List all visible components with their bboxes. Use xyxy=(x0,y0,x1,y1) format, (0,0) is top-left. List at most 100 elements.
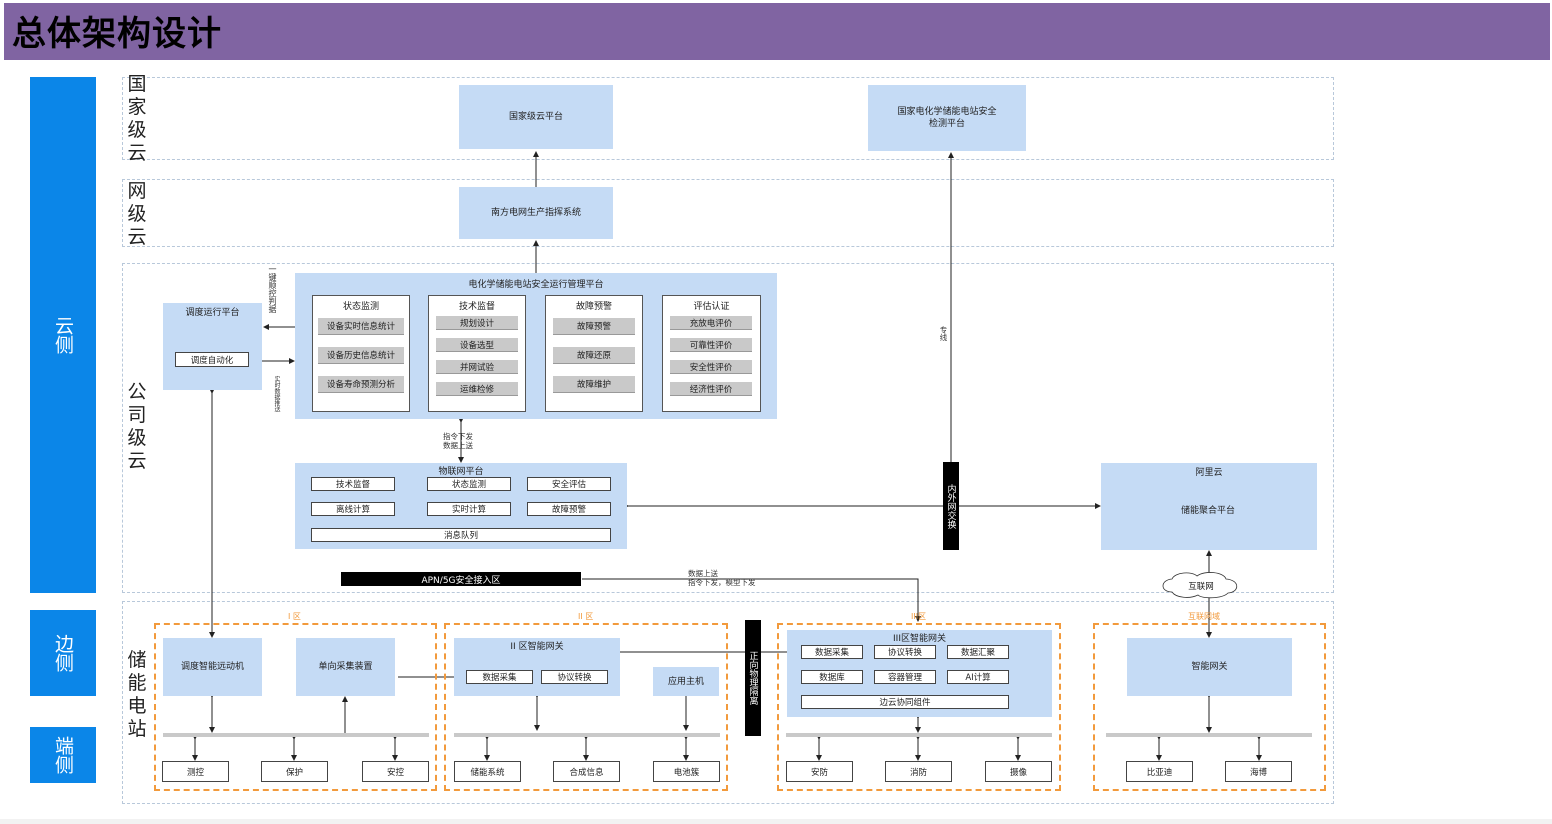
region-company xyxy=(122,263,1334,593)
dispatch-platform: 调度运行平台 xyxy=(163,303,262,390)
zone-4-label: 互联网域 xyxy=(1188,612,1220,621)
device-protect: 保护 xyxy=(261,761,328,782)
zone-3 xyxy=(777,623,1061,791)
side-end-label: 端侧 xyxy=(52,736,74,774)
iot-item-6: 故障预警 xyxy=(527,502,611,516)
zone-1-label: I 区 xyxy=(288,612,301,621)
bottom-strip xyxy=(0,819,1552,824)
zone-1 xyxy=(154,623,437,791)
mgmt-platform-label: 电化学储能电站安全运行管理平台 xyxy=(468,280,604,290)
grid-command-system: 南方电网生产指挥系统 xyxy=(459,187,613,239)
device-battery-cluster: 电池簇 xyxy=(653,761,720,782)
aliyun-box: 阿里云 xyxy=(1101,463,1317,550)
device-haibo: 海博 xyxy=(1225,761,1292,782)
smart-gateway: 智能网关 xyxy=(1127,638,1292,696)
side-cloud-label: 云侧 xyxy=(52,316,74,354)
iot-item-5: 实时计算 xyxy=(427,502,511,516)
one-way-collector: 单向采集装置 xyxy=(296,638,395,696)
fault-item-1: 故障预警 xyxy=(553,318,635,335)
message-queue: 消息队列 xyxy=(311,528,611,542)
zone-4 xyxy=(1093,623,1326,791)
side-end: 端侧 xyxy=(30,727,96,783)
dispatch-platform-label: 调度运行平台 xyxy=(185,308,240,318)
zone-4-bus xyxy=(1106,733,1312,737)
iot-item-3: 安全评估 xyxy=(527,477,611,491)
iot-platform-label: 物联网平台 xyxy=(438,467,484,477)
device-synth-info: 合成信息 xyxy=(553,761,620,782)
dispatch-remote-unit: 调度智能远动机 xyxy=(163,638,262,696)
zone-3-bus xyxy=(786,733,1052,737)
tech-item-1: 规划设计 xyxy=(436,316,518,330)
national-safety-platform: 国家电化学储能电站安全检测平台 xyxy=(868,85,1026,151)
iot-item-2: 状态监测 xyxy=(427,477,511,491)
tier-label-national: 国家级云 xyxy=(127,73,147,164)
header-bar xyxy=(4,3,1550,60)
device-fire: 消防 xyxy=(885,761,952,782)
device-security-control: 安控 xyxy=(362,761,429,782)
zone-2-label: II 区 xyxy=(578,612,594,621)
zone-3-label: III区 xyxy=(911,612,927,621)
device-storage-system: 储能系统 xyxy=(454,761,521,782)
zone-3-gateway-label: III区智能网关 xyxy=(893,634,946,644)
physical-isolation-label: 正向物理隔离 xyxy=(747,651,758,705)
device-security: 安防 xyxy=(786,761,853,782)
physical-isolation: 正向物理隔离 xyxy=(745,620,761,736)
tech-item-2: 设备选型 xyxy=(436,338,518,352)
edge-cloud-component: 边云协同组件 xyxy=(801,695,1009,709)
tech-item-4: 运维检修 xyxy=(436,382,518,396)
dedicated-line-note: 专线 xyxy=(939,326,948,341)
zone-3-database: 数据库 xyxy=(801,670,863,684)
zone-3-ai-compute: AI计算 xyxy=(947,670,1009,684)
tech-item-3: 并网试验 xyxy=(436,360,518,374)
iot-item-1: 技术监督 xyxy=(311,477,395,491)
apn-access-zone: APN/5G安全接入区 xyxy=(341,572,581,586)
aliyun-label: 阿里云 xyxy=(1195,468,1223,478)
zone-3-container-mgmt: 容器管理 xyxy=(874,670,936,684)
tier-label-grid: 网级云 xyxy=(127,180,147,248)
national-safety-platform-label: 国家电化学储能电站安全检测平台 xyxy=(897,107,997,129)
app-host: 应用主机 xyxy=(653,667,719,696)
device-camera: 摄像 xyxy=(985,761,1052,782)
command-note: 指令下发 数据上送 xyxy=(443,432,473,450)
eval-item-1: 充放电评价 xyxy=(670,316,752,330)
eval-item-2: 可靠性评价 xyxy=(670,338,752,352)
zone-2 xyxy=(444,623,728,791)
region-grid xyxy=(122,179,1334,247)
device-measure: 测控 xyxy=(162,761,229,782)
side-cloud: 云侧 xyxy=(30,77,96,593)
page-title: 总体架构设计 xyxy=(12,14,222,54)
side-edge: 边侧 xyxy=(30,610,96,696)
status-item-3: 设备寿命预测分析 xyxy=(318,376,404,393)
zone-2-data-collect: 数据采集 xyxy=(466,670,533,684)
eval-item-4: 经济性评价 xyxy=(670,382,752,396)
dispatch-auto-box: 调度自动化 xyxy=(175,352,249,367)
col-evaluation-title: 评估认证 xyxy=(693,302,730,312)
col-status-monitor-title: 状态监测 xyxy=(342,302,379,312)
internet-label: 互联网 xyxy=(1188,582,1214,592)
zone-1-bus xyxy=(163,733,429,737)
region-station xyxy=(122,601,1334,804)
zone-2-gateway: II 区智能网关 xyxy=(454,638,620,696)
col-fault-warning-title: 故障预警 xyxy=(575,302,612,312)
national-cloud-platform: 国家级云平台 xyxy=(459,85,613,149)
eval-item-3: 安全性评价 xyxy=(670,360,752,374)
zone-2-protocol-convert: 协议转换 xyxy=(541,670,608,684)
zone-3-data-collect: 数据采集 xyxy=(801,645,863,659)
tier-label-station: 储能电站 xyxy=(127,649,147,740)
zone-3-protocol-convert: 协议转换 xyxy=(874,645,936,659)
zone-2-bus xyxy=(454,733,720,737)
fault-item-3: 故障维护 xyxy=(553,376,635,393)
zone-3-data-aggregate: 数据汇聚 xyxy=(947,645,1009,659)
fault-item-2: 故障还原 xyxy=(553,347,635,364)
zone-2-gateway-label: II 区智能网关 xyxy=(510,642,564,652)
aggregation-platform-label: 储能聚合平台 xyxy=(1180,506,1235,516)
col-tech-supervision-title: 技术监督 xyxy=(458,302,495,312)
one-click-note: 一键顺控判据 xyxy=(268,265,277,313)
side-edge-label: 边侧 xyxy=(52,634,74,672)
device-byd: 比亚迪 xyxy=(1126,761,1193,782)
iot-item-4: 离线计算 xyxy=(311,502,395,516)
inner-outer-exchange-label: 内外网交换 xyxy=(945,483,956,529)
status-item-1: 设备实时信息统计 xyxy=(318,318,404,335)
tier-label-company: 公司级云 xyxy=(127,381,147,472)
inner-outer-exchange: 内外网交换 xyxy=(943,462,959,550)
